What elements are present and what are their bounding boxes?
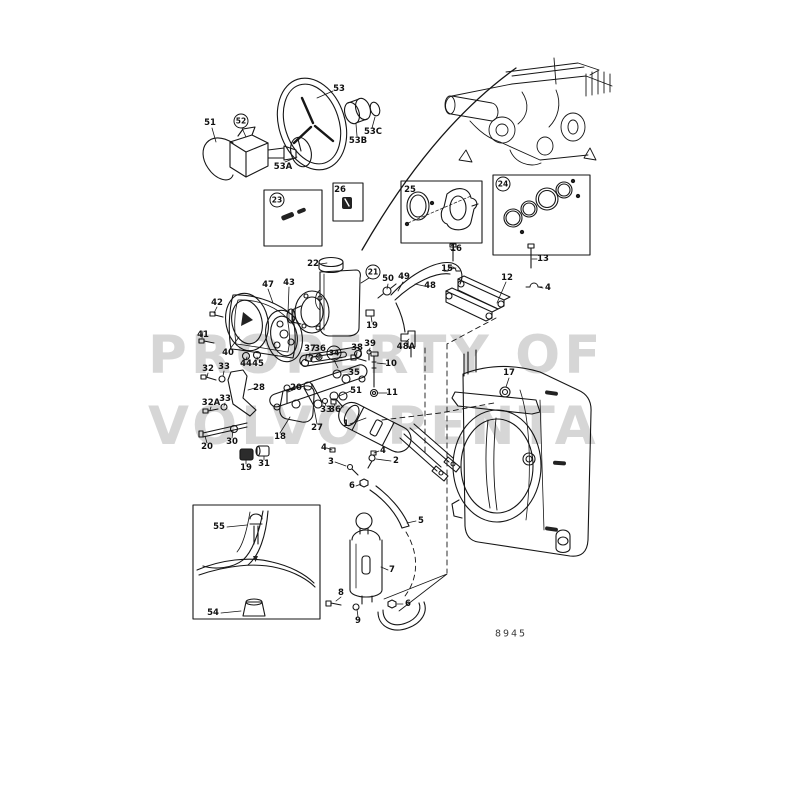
part-callout-8: 8 <box>338 587 344 598</box>
part-callout-20: 20 <box>201 441 213 452</box>
part-callout-40: 40 <box>222 347 234 358</box>
part-callout-37: 37 <box>304 343 316 354</box>
part-callout-13: 13 <box>537 253 549 264</box>
zoom-leader-arc <box>361 67 517 251</box>
part-callout-45: 45 <box>252 358 264 369</box>
part-callout-53C: 53C <box>363 126 383 137</box>
part-callout-7: 7 <box>389 564 395 575</box>
part-callout-53B: 53B <box>348 135 368 146</box>
part-callout-22: 22 <box>307 258 319 269</box>
part-callout-28: 28 <box>253 382 265 393</box>
mounting-bracket-illustration <box>198 346 368 461</box>
hardware-illustration <box>304 349 379 408</box>
part-callout-33: 33 <box>320 404 332 415</box>
part-callout-55: 55 <box>213 521 225 532</box>
accumulator-illustration <box>325 512 426 631</box>
part-callout-6: 6 <box>349 480 355 491</box>
part-callout-24: 24 <box>495 176 511 192</box>
callout-leaders <box>201 90 544 618</box>
part-callout-19: 19 <box>240 462 252 473</box>
part-callout-54: 54 <box>207 607 219 618</box>
steering-cylinder-illustration <box>329 391 461 482</box>
part-callout-42: 42 <box>211 297 223 308</box>
part-callout-33: 33 <box>218 361 230 372</box>
part-callout-4: 4 <box>380 445 386 456</box>
part-callout-16: 16 <box>450 243 462 254</box>
part-callout-12: 12 <box>501 272 513 283</box>
part-callout-47: 47 <box>262 279 274 290</box>
part-callout-48A: 48A <box>396 341 416 352</box>
part-callout-39: 39 <box>364 338 376 349</box>
part-callout-53A: 53A <box>273 161 293 172</box>
part-callout-48: 48 <box>424 280 436 291</box>
part-callout-2: 2 <box>393 455 399 466</box>
part-callout-3: 3 <box>328 456 334 467</box>
steering-wheel-illustration <box>276 77 381 171</box>
inset-box-24 <box>492 174 591 256</box>
part-callout-10: 10 <box>385 358 397 369</box>
lower-unit-inset <box>192 504 321 620</box>
part-callout-4: 4 <box>545 282 551 293</box>
part-callout-34: 34 <box>326 345 342 361</box>
part-callout-25: 25 <box>404 184 416 195</box>
part-callout-52: 52 <box>233 113 249 129</box>
part-callout-18: 18 <box>274 431 286 442</box>
part-callout-5: 5 <box>418 515 424 526</box>
part-callout-51: 51 <box>350 385 362 396</box>
part-callout-50: 50 <box>382 273 394 284</box>
inset-box-26 <box>332 182 364 222</box>
part-callout-44: 44 <box>240 358 252 369</box>
part-callout-38: 38 <box>351 342 363 353</box>
part-callout-15: 15 <box>441 263 453 274</box>
inset-box-23 <box>263 189 323 247</box>
part-callout-35: 35 <box>348 367 360 378</box>
part-callout-17: 17 <box>503 367 515 378</box>
part-callout-19: 19 <box>366 320 378 331</box>
part-callout-27: 27 <box>311 422 323 433</box>
part-callout-31: 31 <box>258 458 270 469</box>
part-callout-30: 30 <box>226 436 238 447</box>
part-callout-20: 20 <box>290 382 302 393</box>
part-callout-9: 9 <box>355 615 361 626</box>
part-callout-33: 33 <box>219 393 231 404</box>
part-callout-36: 36 <box>314 343 326 354</box>
inset-box-25 <box>400 180 483 244</box>
part-callout-41: 41 <box>197 329 209 340</box>
routing-dashed-lines <box>381 317 497 597</box>
drawing-number: 8945 <box>494 628 528 640</box>
part-callout-32A: 32A <box>201 397 221 408</box>
part-callout-11: 11 <box>386 387 398 398</box>
part-callout-36: 36 <box>329 404 341 415</box>
part-callout-23: 23 <box>269 192 285 208</box>
routing-solid-lines <box>383 573 448 612</box>
part-callout-21: 21 <box>365 264 381 280</box>
hoses-illustration <box>390 262 463 358</box>
part-callout-1: 1 <box>343 418 349 429</box>
part-callout-43: 43 <box>283 277 295 288</box>
part-callout-51: 51 <box>204 117 216 128</box>
engine-illustration <box>444 57 613 166</box>
steering-helm-illustration <box>202 126 312 181</box>
hose5-illustration <box>359 478 410 529</box>
part-callout-53: 53 <box>333 83 345 94</box>
part-callout-6: 6 <box>405 598 411 609</box>
part-callout-4: 4 <box>321 442 327 453</box>
bracket-rails-illustration <box>443 243 543 322</box>
part-callout-32: 32 <box>202 363 214 374</box>
part-callout-49: 49 <box>398 271 410 282</box>
transom-shield-illustration <box>451 349 592 557</box>
part-callout-26: 26 <box>334 184 346 195</box>
pulley-belt-illustration <box>198 292 303 363</box>
